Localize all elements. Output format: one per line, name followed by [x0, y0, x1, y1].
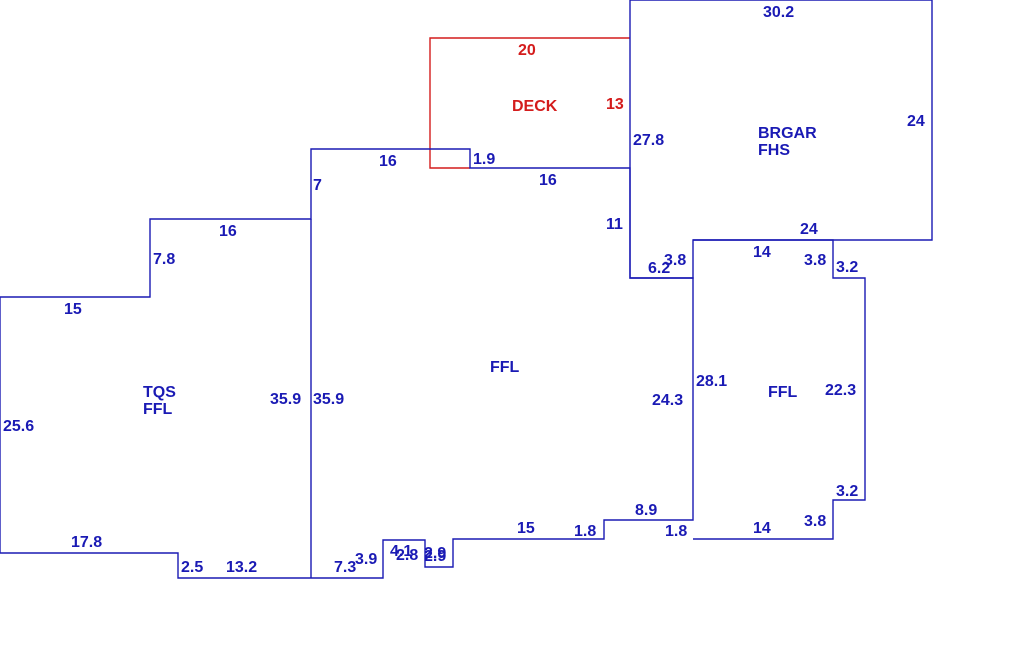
area-label-ffl-main: FFL: [490, 359, 520, 376]
area-label-ffl-right: FFL: [768, 384, 798, 401]
dimension-label: 3.9: [355, 551, 377, 568]
area-label-line: BRGAR: [758, 125, 817, 142]
ffl-right-outline: [693, 239, 866, 540]
dimension-label: 17.8: [71, 534, 102, 551]
dimension-label: 4.1: [390, 543, 412, 560]
dimension-label: 28.1: [696, 373, 727, 390]
dimension-label: 3.2: [836, 483, 858, 500]
dimension-label: 30.2: [763, 4, 794, 21]
dimension-label: 13.2: [226, 559, 257, 576]
area-label-line: FFL: [143, 401, 173, 418]
dimension-label: 3.8: [804, 252, 826, 269]
dimension-label: 14: [753, 520, 771, 537]
dimension-label: 16: [379, 153, 397, 170]
dimension-label: 3.2: [836, 259, 858, 276]
area-label-deck: DECK: [512, 98, 558, 115]
dimension-label: 14: [753, 244, 771, 261]
dimension-label: 35.9: [313, 391, 344, 408]
dimension-label: 3.8: [664, 252, 686, 269]
dimension-label: 25.6: [3, 418, 34, 435]
dimension-label: 6.2: [648, 260, 670, 277]
dimension-label: 7.8: [153, 251, 175, 268]
dimension-label: 20: [518, 42, 536, 59]
dimension-label: 35.9: [270, 391, 301, 408]
dimension-label: 1.8: [574, 523, 596, 540]
dimension-label: 7.3: [334, 559, 356, 576]
dimension-label: 7: [313, 177, 322, 194]
dimension-label: 24.3: [652, 392, 683, 409]
deck-outline: [429, 37, 630, 169]
dimension-label: 22.3: [825, 382, 856, 399]
dimension-label: 16: [219, 223, 237, 240]
dimension-label: 24: [800, 221, 818, 238]
area-label-line: FHS: [758, 142, 790, 159]
area-label-line: DECK: [512, 98, 558, 115]
dimension-label: 2.9: [424, 545, 446, 562]
dimension-label: 2.5: [181, 559, 203, 576]
dimension-label: 3.8: [804, 513, 826, 530]
dimension-label: 16: [539, 172, 557, 189]
dimension-label: 15: [517, 520, 535, 537]
dimension-label: 8.9: [635, 502, 657, 519]
dimension-label: 2.9: [424, 548, 446, 565]
dimension-label: 1.9: [473, 151, 495, 168]
dimension-label: 1.8: [665, 523, 687, 540]
dimension-label: 13: [606, 96, 624, 113]
dimension-label: 24: [907, 113, 925, 130]
area-label-line: TQS: [143, 384, 176, 401]
dimension-label: 27.8: [633, 132, 664, 149]
outlines: [0, 0, 933, 579]
dimension-label: 15: [64, 301, 82, 318]
main-building-outline: [0, 148, 694, 579]
dimension-label: 11: [606, 216, 623, 233]
area-label-line: FFL: [768, 384, 798, 401]
area-label-line: FFL: [490, 359, 520, 376]
dimension-label: 2.8: [396, 547, 418, 564]
